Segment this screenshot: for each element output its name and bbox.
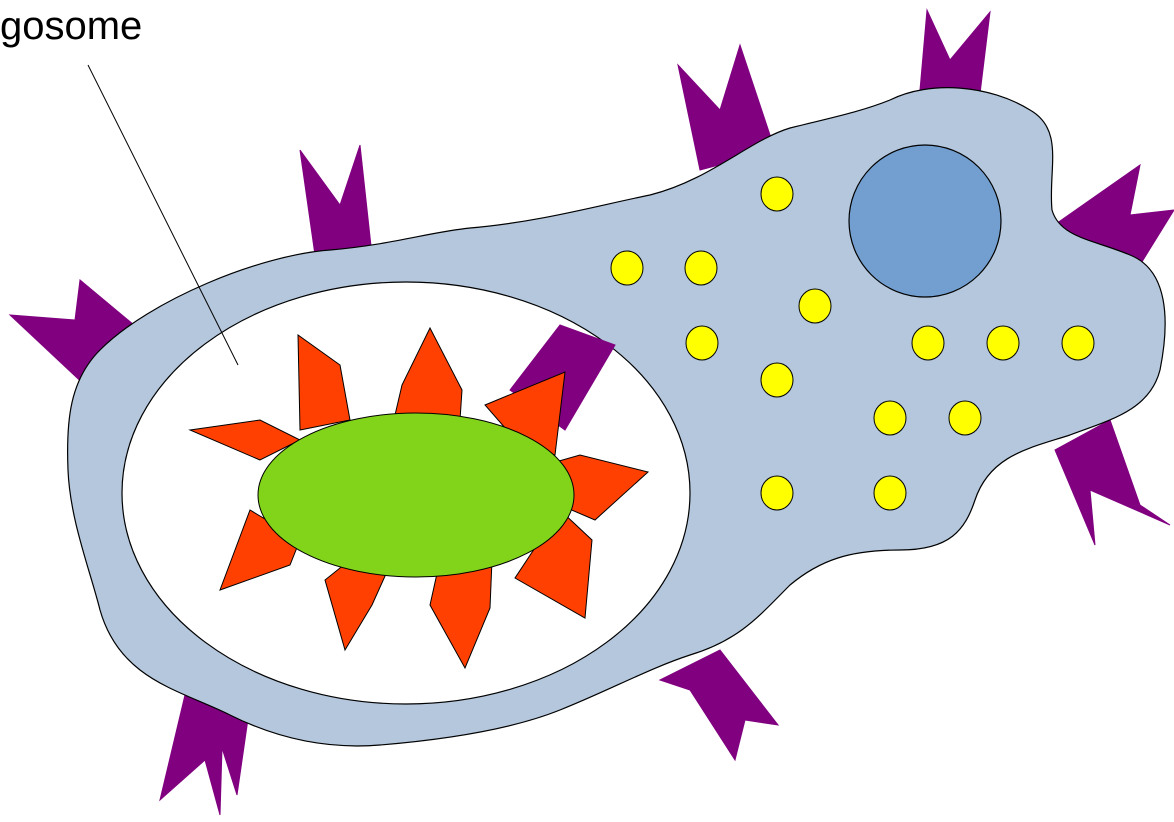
spike [1055, 420, 1170, 545]
bacterium-body [258, 413, 574, 577]
granule [611, 251, 643, 285]
granule [912, 326, 944, 360]
phagosome-label: gosome [0, 2, 142, 50]
spike [660, 650, 778, 760]
granule [686, 326, 718, 360]
granule [949, 401, 981, 435]
granule [1062, 326, 1094, 360]
granule [874, 401, 906, 435]
granule [799, 289, 831, 323]
granule [685, 251, 717, 285]
granule [761, 177, 793, 211]
granule [761, 476, 793, 510]
granule [987, 326, 1019, 360]
granule [761, 363, 793, 397]
nucleus [849, 145, 1001, 297]
spike [300, 145, 372, 255]
granule [874, 476, 906, 510]
